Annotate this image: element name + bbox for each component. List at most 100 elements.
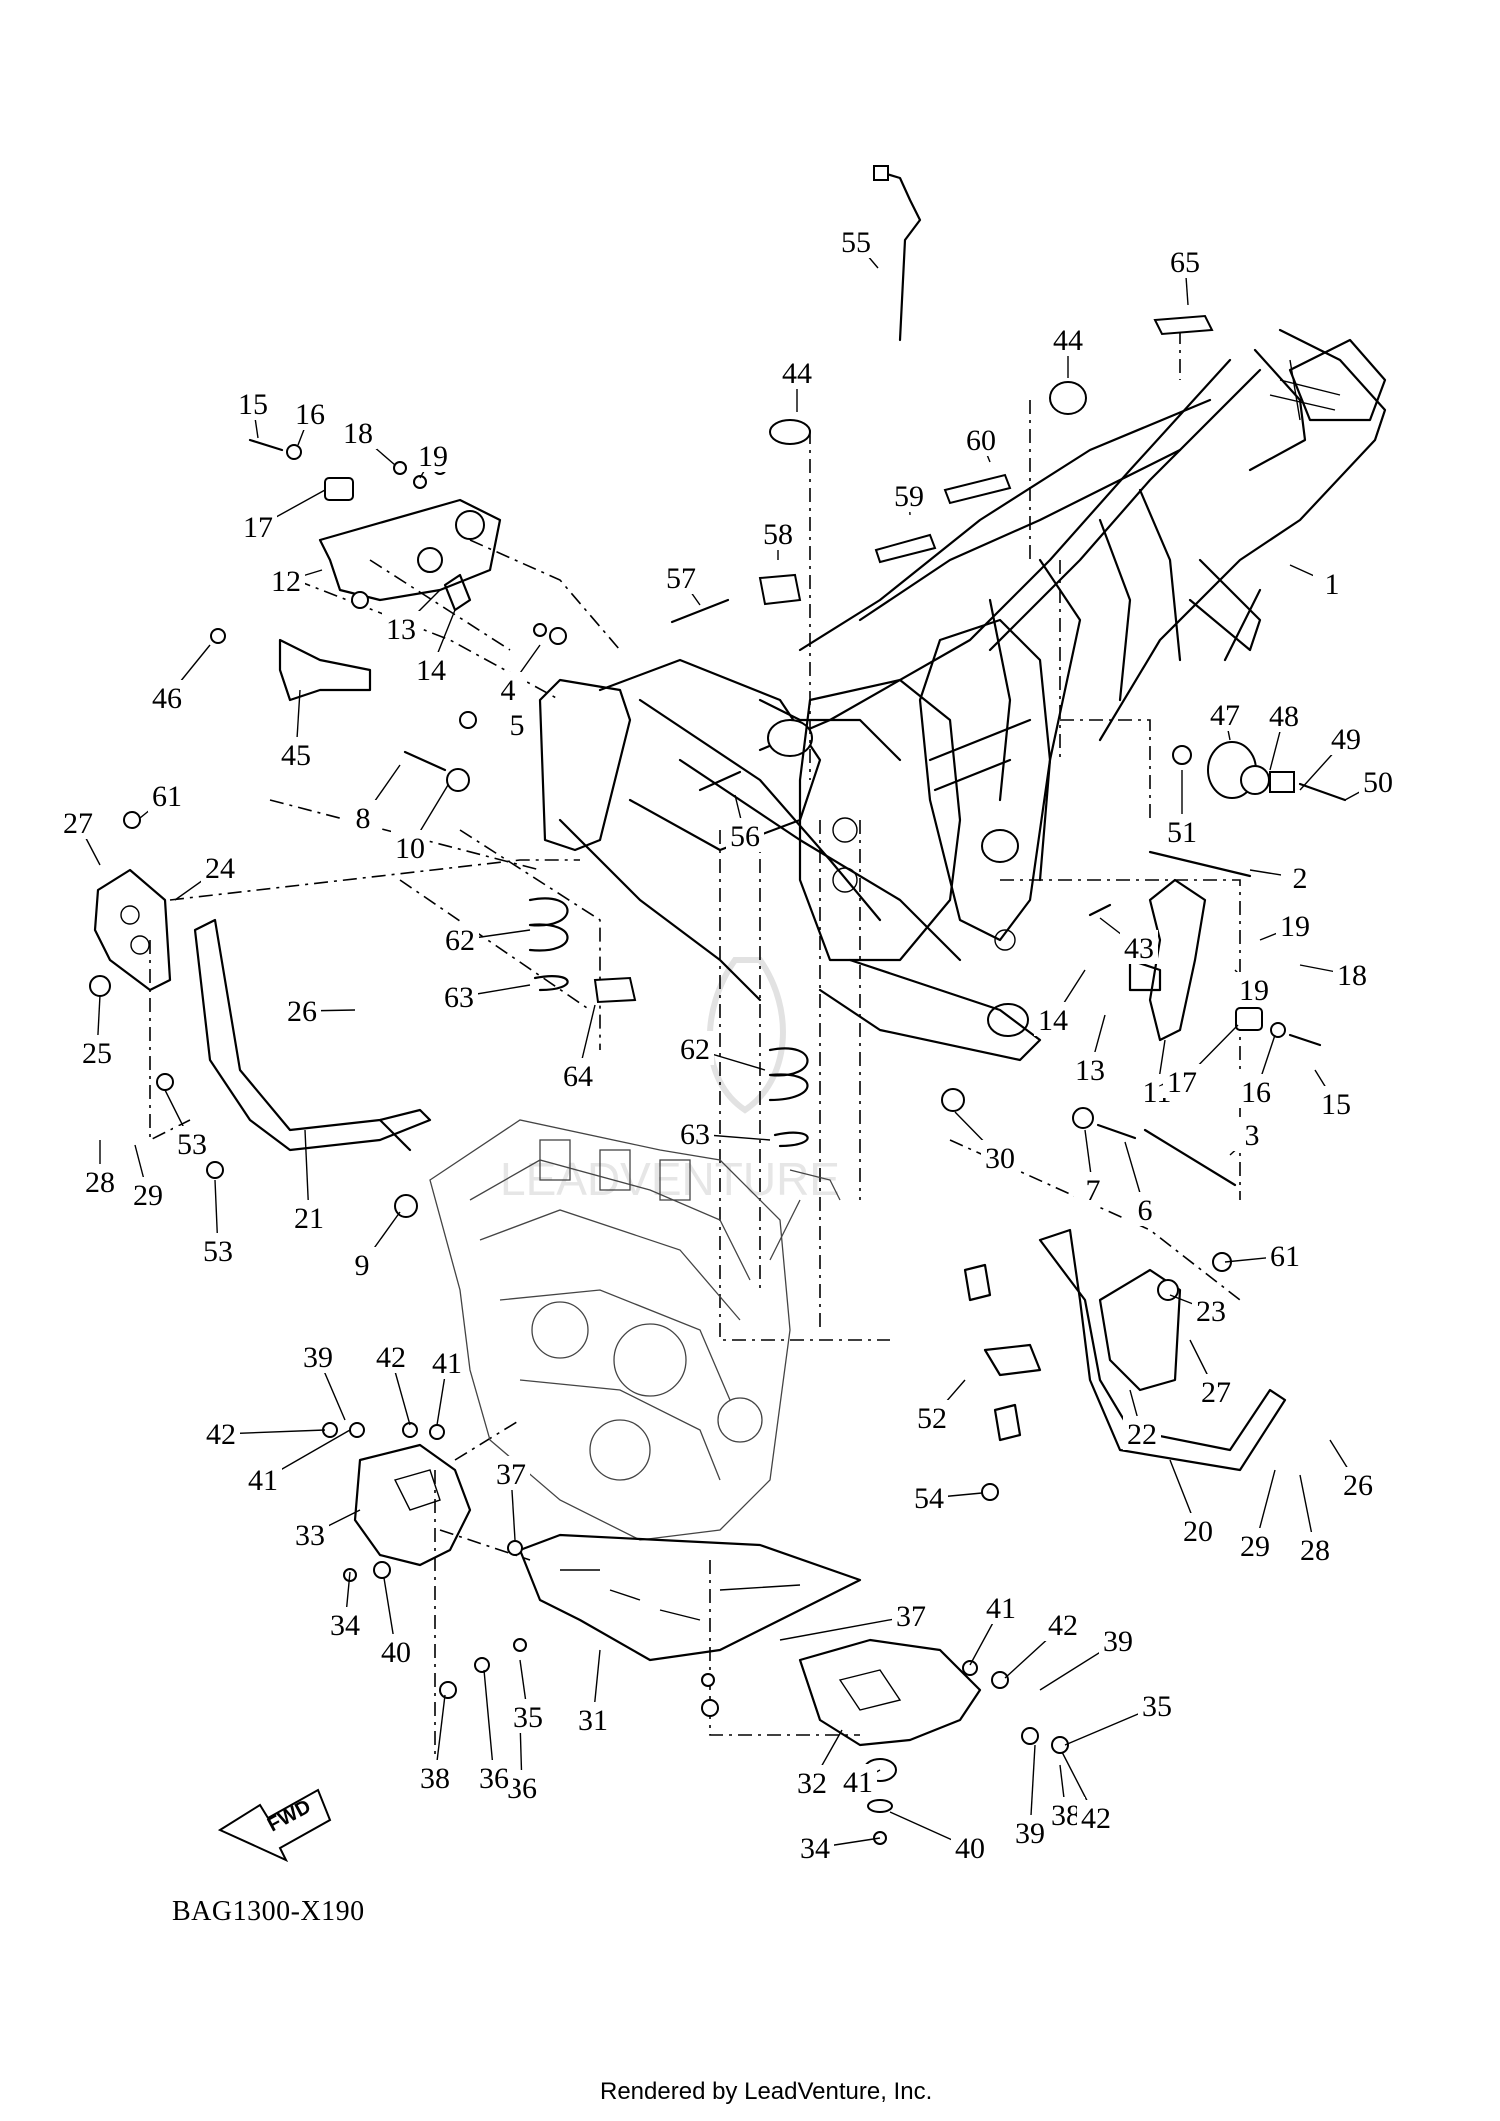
callout-number: 13 (386, 613, 416, 646)
callout-background (1327, 721, 1365, 755)
callout-number: 53 (177, 1128, 207, 1161)
callout-background (1099, 1623, 1137, 1657)
callout-background (1011, 1815, 1049, 1849)
callout-number: 63 (444, 981, 474, 1014)
callout-background (1071, 1052, 1109, 1086)
callout-background (1236, 1528, 1274, 1562)
callout-background (416, 1760, 454, 1794)
callout-background (676, 1031, 714, 1065)
callout-background (1120, 930, 1158, 964)
callout-background (839, 1764, 877, 1798)
callout-number: 59 (894, 480, 924, 513)
callout-number: 19 (1239, 974, 1269, 1007)
callout-background (498, 707, 536, 741)
callout-background (199, 1233, 237, 1267)
callout-number: 8 (356, 802, 371, 835)
callout-number: 45 (281, 739, 311, 772)
callout-background (1192, 1293, 1230, 1327)
callout-background (492, 1456, 530, 1490)
callout-background (291, 1517, 329, 1551)
callout-number: 37 (896, 1600, 926, 1633)
callout-number: 9 (355, 1249, 370, 1282)
callout-number: 26 (287, 995, 317, 1028)
callout-number: 18 (343, 417, 373, 450)
callout-background (173, 1126, 211, 1160)
callout-number: 60 (966, 424, 996, 457)
callout-number: 3 (1245, 1119, 1260, 1152)
callout-background (1265, 698, 1303, 732)
callout-background (234, 386, 272, 420)
callout-number: 32 (797, 1767, 827, 1800)
callout-number: 36 (479, 1762, 509, 1795)
callout-number: 61 (152, 780, 182, 813)
callout-background (726, 818, 764, 852)
callout-background (377, 1634, 415, 1668)
callout-number: 13 (1075, 1054, 1105, 1087)
callout-background (1233, 1117, 1271, 1151)
callout-number: 41 (986, 1592, 1016, 1625)
callout-number: 52 (917, 1402, 947, 1435)
callout-background (1206, 697, 1244, 731)
callout-number: 14 (1038, 1004, 1068, 1037)
callout-number: 55 (841, 226, 871, 259)
callout-background (574, 1702, 612, 1736)
callout-number: 62 (445, 924, 475, 957)
callout-background (202, 1416, 240, 1450)
callout-number: 21 (294, 1202, 324, 1235)
callout-number: 42 (1081, 1802, 1111, 1835)
engine (429, 1119, 841, 1541)
callout-number: 2 (1293, 862, 1308, 895)
callout-background (382, 611, 420, 645)
callout-number: 62 (680, 1033, 710, 1066)
callout-background (913, 1400, 951, 1434)
callout-number: 28 (85, 1166, 115, 1199)
callout-number: 4 (501, 674, 516, 707)
callout-background (1313, 566, 1351, 600)
parts: FWD (89, 165, 1347, 1863)
callout-background (1123, 1416, 1161, 1450)
callout-number: 20 (1183, 1515, 1213, 1548)
callout-background (890, 478, 928, 512)
callout-number: 16 (295, 398, 325, 431)
callout-background (1166, 244, 1204, 278)
callout-background (290, 1200, 328, 1234)
callout-background (1296, 1532, 1334, 1566)
callout-number: 39 (1103, 1625, 1133, 1658)
callout-background (78, 1035, 116, 1069)
callout-number: 15 (238, 388, 268, 421)
callout-number: 39 (1015, 1817, 1045, 1850)
callout-number: 42 (376, 1341, 406, 1374)
callout-number: 50 (1363, 766, 1393, 799)
callout-number: 51 (1167, 816, 1197, 849)
callout-number: 37 (496, 1458, 526, 1491)
callout-background (391, 830, 429, 864)
callout-number: 22 (1127, 1418, 1157, 1451)
callout-background (1359, 764, 1397, 798)
callout-background (509, 1699, 547, 1733)
callout-background (892, 1598, 930, 1632)
callout-background (428, 1345, 466, 1379)
callout-background (1317, 1086, 1355, 1120)
callout-background (1077, 1800, 1115, 1834)
callout-number: 61 (1270, 1240, 1300, 1273)
callout-background (910, 1480, 948, 1514)
callout-number: 28 (1300, 1534, 1330, 1567)
callout-number: 57 (666, 562, 696, 595)
callout-number: 56 (730, 820, 760, 853)
leader-lines (77, 241, 1379, 1849)
callout-number: 40 (955, 1832, 985, 1865)
callout-number: 41 (432, 1347, 462, 1380)
callout-background (1034, 1002, 1072, 1036)
callout-number: 39 (303, 1341, 333, 1374)
callout-number: 34 (330, 1609, 360, 1642)
callout-number: 30 (985, 1142, 1015, 1175)
callout-background (981, 1140, 1019, 1174)
callout-background (837, 224, 875, 258)
callout-number: 35 (1142, 1690, 1172, 1723)
callout-background (1339, 1467, 1377, 1501)
callout-number: 46 (152, 682, 182, 715)
callout-number: 10 (395, 832, 425, 865)
callout-background (339, 415, 377, 449)
callout-background (676, 1116, 714, 1150)
callout-background (982, 1590, 1020, 1624)
